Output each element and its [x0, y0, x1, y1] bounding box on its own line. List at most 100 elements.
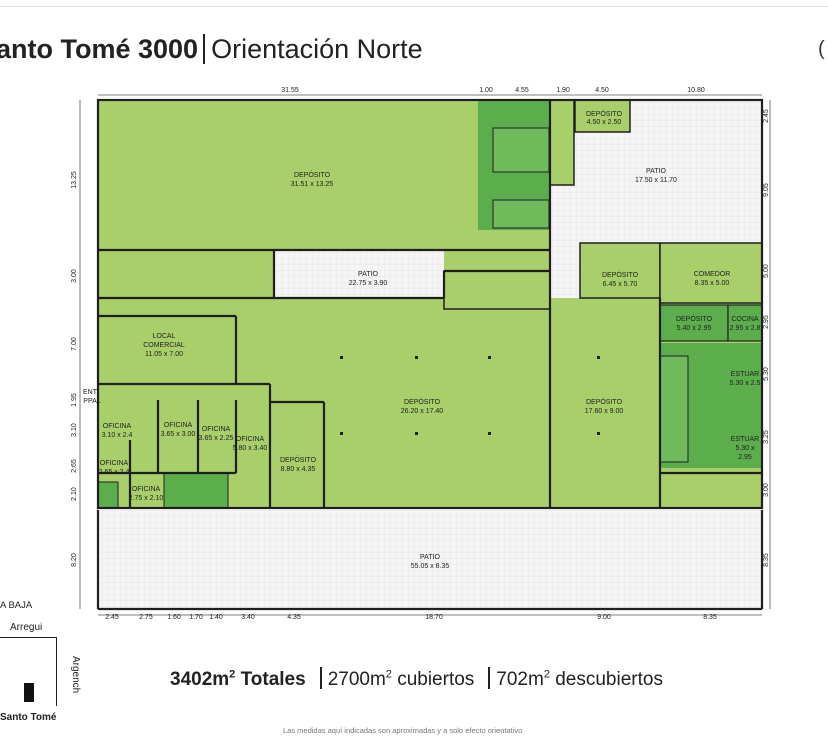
room-label: DEPÓSITO — [602, 270, 639, 279]
room-label: COCINA — [731, 316, 759, 323]
dim-right: 9.05 — [763, 183, 770, 197]
room-size: 31.51 x 13.25 — [291, 181, 334, 188]
room-label: OFICINA — [103, 423, 132, 430]
room-label: DEPÓSITO — [586, 109, 623, 118]
room-label: DEPÓSITO — [586, 397, 623, 406]
room-comedor — [659, 242, 763, 304]
dim-bottom: 18.70 — [425, 614, 443, 621]
room-size: 4.50 x 2.50 — [587, 119, 622, 126]
street-arregui: Arregui — [10, 622, 43, 633]
dim-left: 8.20 — [71, 553, 78, 567]
dim-bottom: 1.70 — [189, 614, 203, 621]
dim-bottom: 2.45 — [105, 614, 119, 621]
room-label: PATIO — [646, 168, 667, 175]
dim-right: 5.30 — [763, 367, 770, 381]
room-size: 8.35 x 5.00 — [695, 280, 730, 287]
room-size: 2.95 x 2.8 — [730, 325, 761, 332]
room-label: DEPÓSITO — [294, 170, 331, 179]
total-area: 3402m2 Totales — [170, 668, 306, 690]
room-label: OFICINA — [100, 460, 129, 467]
room-label: COMERCIAL — [143, 342, 185, 349]
room-size: 26.20 x 17.40 — [401, 408, 444, 415]
dim-left: 3.10 — [71, 423, 78, 437]
dim-bottom: 3.40 — [241, 614, 255, 621]
restroom-stall — [659, 355, 689, 463]
top-rule — [0, 6, 828, 7]
disclaimer: Las medidas aquí indicadas son aproximad… — [283, 726, 523, 735]
street-santo-tome: Santo Tomé — [0, 712, 57, 723]
location-map — [0, 637, 57, 706]
dim-left: 1.95 — [71, 393, 78, 407]
area-totals: 3402m2 Totales 2700m2 cubiertos 702m2 desc… — [170, 667, 663, 691]
room-size: 5.30 x 2.5 — [730, 380, 761, 387]
room-size: 2.75 x 2.10 — [129, 495, 164, 502]
room-size: 5.80 x 3.40 — [233, 445, 268, 452]
restroom-stall — [492, 199, 550, 229]
patio-connector — [550, 243, 580, 298]
dim-right: 2.95 — [763, 315, 770, 329]
room-label: DEPÓSITO — [676, 314, 713, 323]
room-label: ENT — [83, 389, 98, 396]
room-label: DEPÓSITO — [280, 455, 317, 464]
dim-bottom: 1.60 — [167, 614, 181, 621]
location-marker — [24, 683, 34, 702]
cropped-glyph: ( — [818, 38, 825, 60]
room-deposito-east — [579, 242, 661, 299]
dim-left: 2.65 — [71, 459, 78, 473]
room-label: PATIO — [420, 554, 441, 561]
room-label: ESTUAR — [731, 371, 759, 378]
dim-top: 1.00 — [479, 87, 493, 94]
room-label: OFICINA — [132, 486, 161, 493]
dim-top: 31.55 — [281, 87, 299, 94]
street-argenchi: Argench — [70, 656, 81, 694]
room-deposito-dark — [659, 304, 729, 342]
room-labels: DEPÓSITO 31.51 x 13.25 DEPÓSITO 4.50 x 2… — [83, 109, 760, 570]
restroom-small — [97, 481, 119, 509]
room-label: COMEDOR — [694, 271, 731, 278]
room-size: 55.05 x 8.35 — [411, 563, 450, 570]
dim-left: 7.00 — [71, 337, 78, 351]
patio-middle — [274, 250, 444, 298]
title-separator — [203, 34, 206, 64]
room-size: 17.50 x 11.70 — [635, 177, 677, 184]
dim-top: 4.50 — [595, 87, 609, 94]
room-size: 5.30 x — [735, 445, 755, 452]
room-label: PPAL — [83, 398, 100, 405]
room-label: ESTUAR — [731, 436, 759, 443]
restroom-block-south — [163, 472, 229, 509]
totals-separator — [319, 667, 322, 689]
dim-top: 1.90 — [556, 87, 570, 94]
room-size: 3.10 x 2.4 — [102, 432, 133, 439]
room-label: OFICINA — [236, 436, 265, 443]
room-size: 22.75 x 3.90 — [349, 280, 388, 287]
structural-columns — [340, 356, 600, 435]
dim-top: 10.80 — [687, 87, 705, 94]
room-size: 3.65 x 3.00 — [161, 431, 196, 438]
room-label: LOCAL — [153, 333, 176, 340]
dim-top: 4.55 — [515, 87, 529, 94]
dimension-labels-left: 13.25 3.00 7.00 1.95 3.10 2.65 2.10 8.20 — [71, 171, 78, 567]
restroom-stall — [492, 127, 550, 173]
dim-bottom: 4.35 — [287, 614, 301, 621]
room-size: 6.45 x 5.70 — [603, 281, 638, 288]
totals-separator — [488, 667, 491, 689]
dim-left: 3.00 — [71, 269, 78, 283]
room-label: PATIO — [358, 271, 379, 278]
dim-left: 2.10 — [71, 487, 78, 501]
dim-right: 8.35 — [763, 553, 770, 567]
room-size: 3.65 x 2.25 — [199, 435, 234, 442]
room-annex — [443, 270, 551, 310]
room-size: 8.80 x 4.35 — [281, 466, 316, 473]
room-size: 11.05 x 7.00 — [145, 351, 183, 358]
floor-label: A BAJA — [0, 600, 33, 611]
room-size: 5.40 x 2.95 — [677, 325, 712, 332]
title-address: anto Tomé 3000 — [0, 34, 199, 64]
dimension-lines — [79, 94, 771, 616]
uncovered-area-total: 702m2 descubiertos — [496, 668, 663, 690]
dimension-labels: 31.55 1.00 4.55 1.90 4.50 10.80 2.45 2.7… — [105, 87, 717, 621]
room-size: 2.65 x 2.4 — [99, 469, 130, 476]
covered-area-total: 2700m2 cubiertos — [327, 668, 475, 690]
walls — [96, 98, 764, 611]
